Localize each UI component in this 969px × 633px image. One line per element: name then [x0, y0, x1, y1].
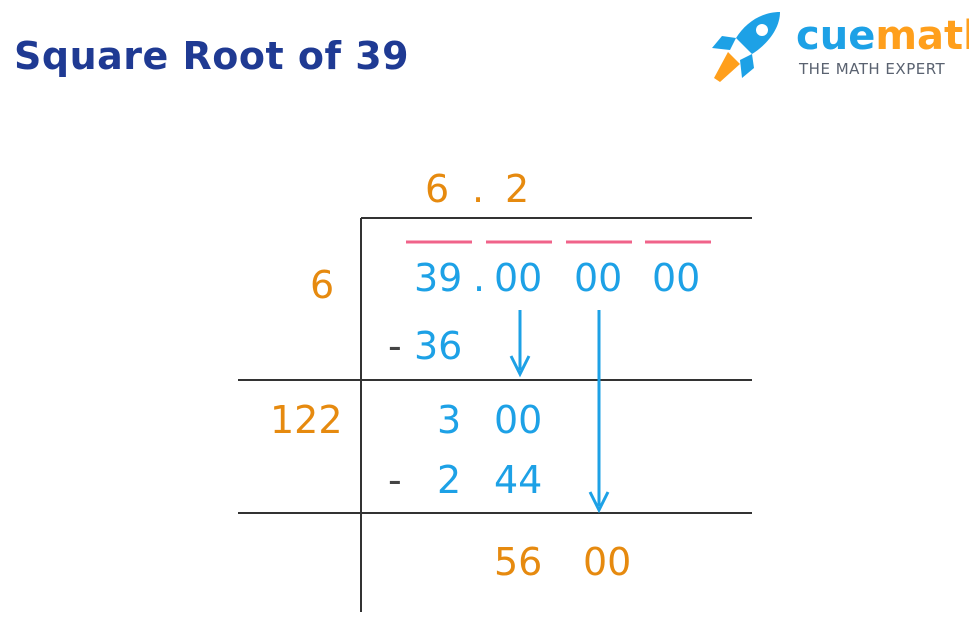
dividend-dot: .	[473, 256, 485, 300]
step2-remainder-a: 3	[437, 398, 461, 442]
step1-subtrahend: 36	[414, 324, 462, 368]
dividend-group-3: 00	[652, 256, 700, 300]
brand-tagline: THE MATH EXPERT	[799, 60, 946, 78]
final-remainder-a: 56	[494, 540, 542, 584]
step2-subtrahend-b: 44	[494, 458, 542, 502]
brand-wordmark: cuemath	[796, 16, 969, 56]
cuemath-logo: cuemath THE MATH EXPERT	[706, 8, 969, 90]
step1-minus: -	[388, 324, 402, 368]
dividend-whole: 39	[414, 256, 462, 300]
quotient-digit-2: 2	[505, 167, 529, 211]
page-title: Square Root of 39	[14, 34, 410, 78]
bring-down-arrow-2-head	[588, 491, 610, 514]
dividend-group-2: 00	[574, 256, 622, 300]
step2-subtrahend-a: 2	[437, 458, 461, 502]
rocket-icon	[712, 12, 780, 82]
brand-math: math	[875, 13, 969, 59]
step2-remainder-b: 00	[494, 398, 542, 442]
divisor-1: 6	[310, 263, 334, 307]
dividend-group-1: 00	[494, 256, 542, 300]
bring-down-arrow-1-head	[509, 355, 531, 378]
divisor-2: 122	[270, 398, 343, 442]
final-remainder-b: 00	[583, 540, 631, 584]
quotient-dot: .	[472, 167, 484, 211]
quotient-digit-1: 6	[425, 167, 449, 211]
step2-minus: -	[388, 458, 402, 502]
brand-cue: cue	[796, 13, 876, 59]
